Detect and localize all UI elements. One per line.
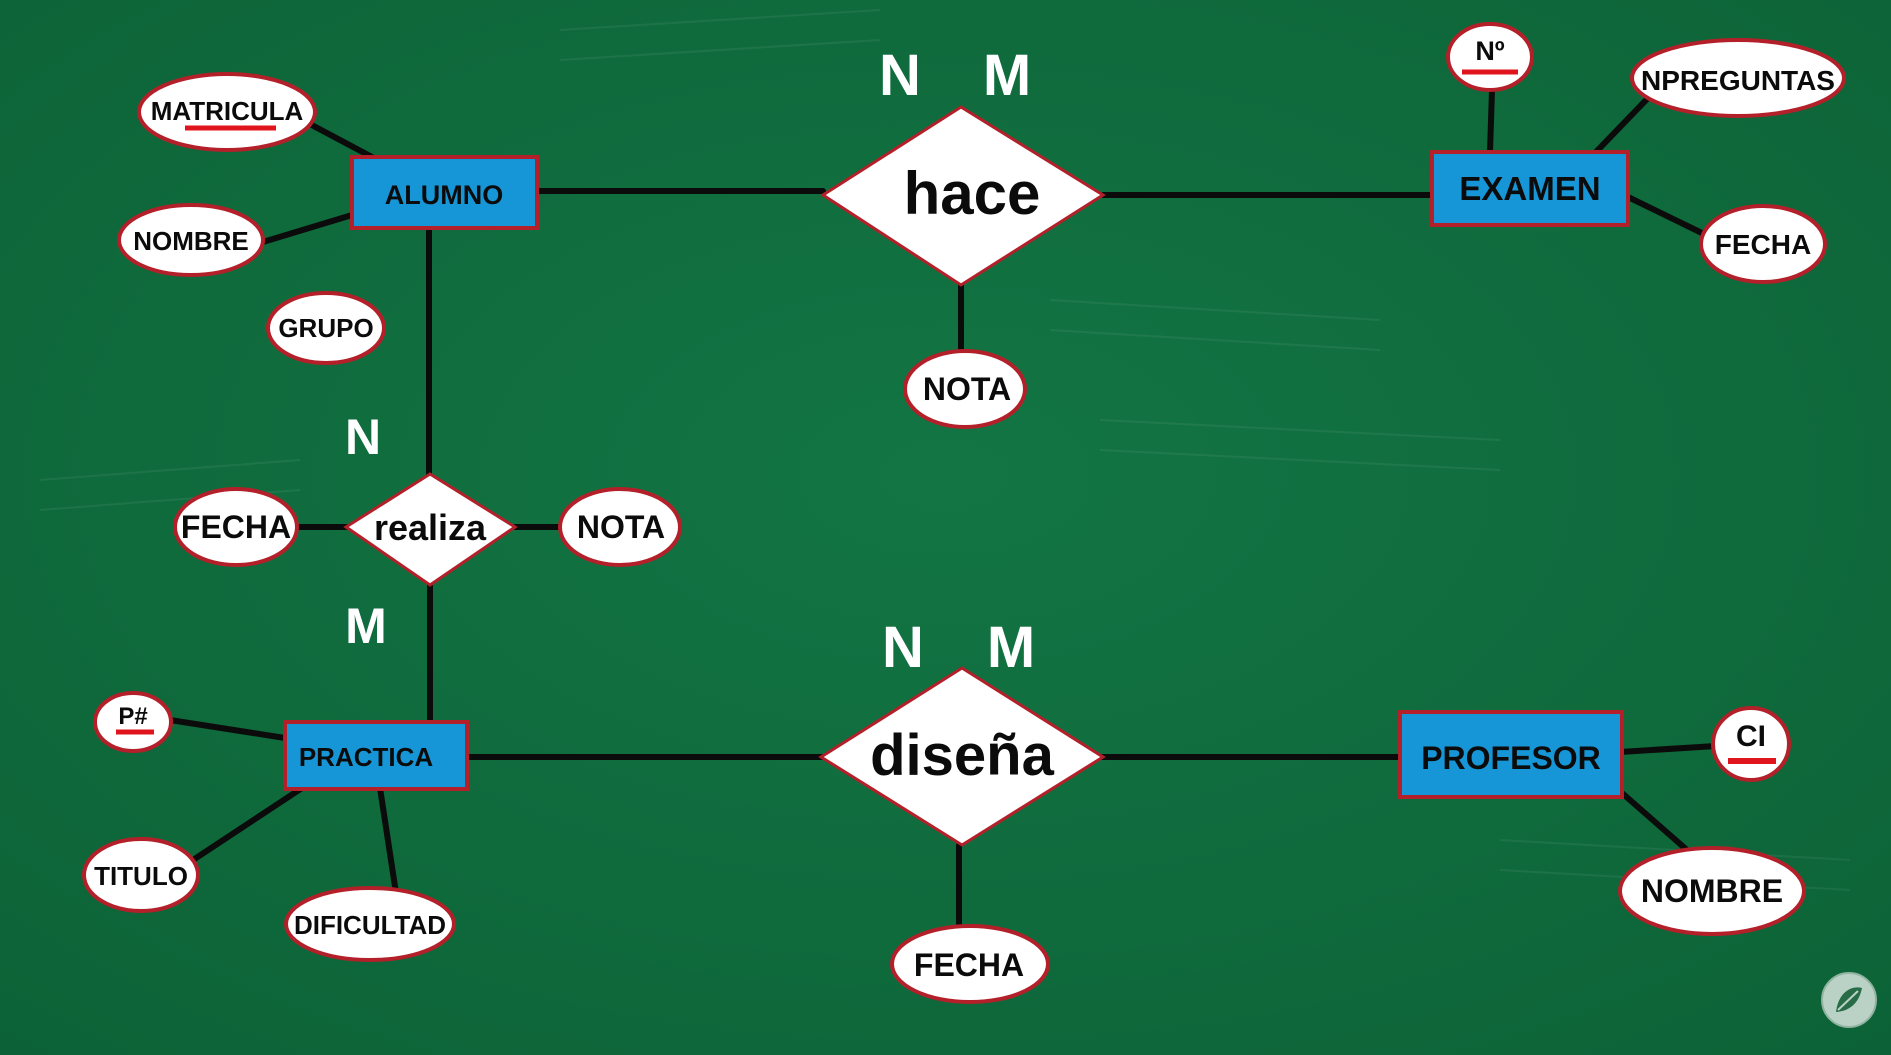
entity-alumno: ALUMNO [350, 155, 539, 230]
attribute-hace-nota: NOTA [903, 349, 1027, 429]
entity-practica: PRACTICA [283, 720, 469, 791]
attribute-p-label: P# [118, 703, 147, 730]
attribute-realiza-fecha-label: FECHA [181, 509, 291, 545]
attribute-profesor-nombre-label: NOMBRE [1641, 873, 1783, 909]
attribute-numero: Nº [1446, 22, 1534, 92]
relationship-disena-label: diseña [870, 723, 1054, 788]
relationship-realiza-label: realiza [374, 507, 487, 548]
attribute-ci: CI [1711, 706, 1791, 782]
entity-profesor: PROFESOR [1398, 710, 1624, 799]
relationship-hace-label: hace [904, 160, 1041, 227]
attribute-examen-fecha: FECHA [1699, 204, 1827, 284]
connectors [167, 87, 1719, 928]
attribute-realiza-nota: NOTA [558, 487, 682, 567]
line-practica-titulo [187, 785, 305, 865]
attribute-grupo: GRUPO [266, 291, 386, 365]
attribute-examen-fecha-label: FECHA [1715, 229, 1811, 260]
entity-practica-label: PRACTICA [299, 742, 434, 772]
attribute-alumno-nombre-label: NOMBRE [133, 226, 249, 256]
relationship-realiza: realiza [343, 472, 518, 587]
line-practica-dificultad [377, 785, 399, 896]
leaf-logo-icon [1821, 972, 1877, 1028]
entity-profesor-label: PROFESOR [1421, 740, 1601, 776]
relationship-hace: hace [820, 105, 1106, 287]
attribute-dificultad: DIFICULTAD [284, 886, 456, 962]
cardinalities: N M N M N M [345, 43, 1035, 680]
attribute-realiza-nota-label: NOTA [577, 509, 665, 545]
line-profesor-nombre [1619, 790, 1690, 853]
attribute-profesor-nombre: NOMBRE [1618, 846, 1806, 936]
line-examen-numero [1487, 87, 1495, 155]
attribute-realiza-fecha: FECHA [173, 487, 299, 567]
attribute-matricula: MATRICULA [137, 72, 317, 152]
attribute-npreguntas: NPREGUNTAS [1630, 38, 1846, 118]
attribute-titulo: TITULO [82, 837, 200, 913]
entity-examen: EXAMEN [1430, 150, 1630, 227]
line-alumno-nombre [260, 212, 355, 245]
cardinality-disena-n: N [882, 615, 924, 680]
entity-alumno-label: ALUMNO [385, 180, 503, 210]
line-practica-p [167, 717, 288, 741]
line-alumno-matricula [305, 120, 375, 160]
cardinality-realiza-n: N [345, 409, 381, 465]
cardinality-hace-m: M [983, 43, 1031, 108]
cardinality-hace-n: N [879, 43, 921, 108]
attribute-matricula-label: MATRICULA [151, 96, 304, 126]
line-examen-npreguntas [1592, 95, 1651, 156]
attribute-grupo-label: GRUPO [278, 313, 373, 343]
attribute-p: P# [93, 691, 173, 753]
cardinality-realiza-m: M [345, 598, 387, 654]
line-examen-fecha [1623, 193, 1709, 238]
attribute-disena-fecha: FECHA [890, 924, 1050, 1004]
cardinality-disena-m: M [987, 615, 1035, 680]
attribute-titulo-label: TITULO [94, 861, 188, 891]
attribute-alumno-nombre: NOMBRE [117, 203, 265, 277]
attribute-disena-fecha-label: FECHA [914, 947, 1024, 983]
relationship-disena: diseña [818, 666, 1106, 847]
line-profesor-ci [1617, 743, 1719, 755]
attribute-npreguntas-label: NPREGUNTAS [1641, 65, 1835, 96]
attribute-ci-label: CI [1736, 720, 1766, 753]
attribute-hace-nota-label: NOTA [923, 371, 1011, 407]
entity-examen-label: EXAMEN [1459, 170, 1600, 207]
attribute-dificultad-label: DIFICULTAD [294, 910, 446, 940]
attribute-numero-label: Nº [1475, 36, 1504, 66]
